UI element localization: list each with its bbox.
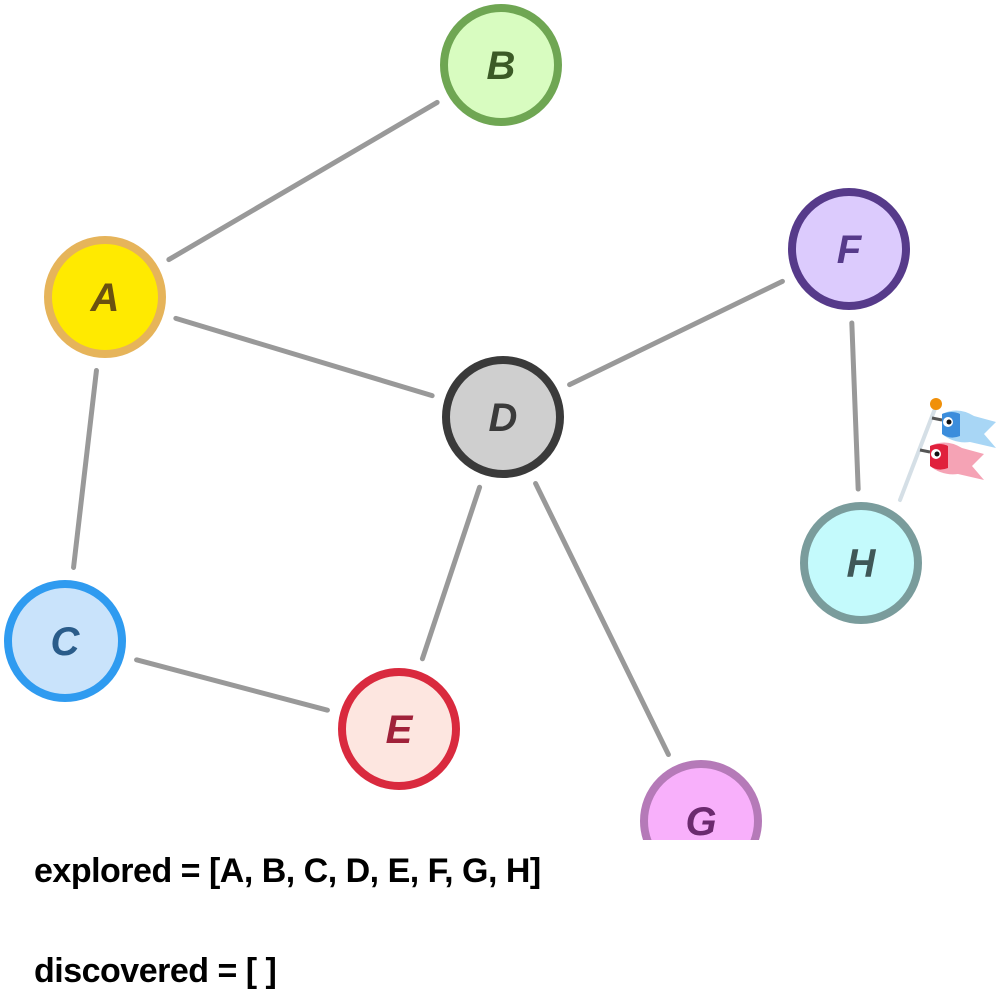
node-g: G [640,760,762,840]
node-circle-e [338,668,460,790]
node-circle-f [788,188,910,310]
edge-d-g [533,480,671,758]
node-d: D [442,356,564,478]
edge-d-f [567,278,785,388]
edge-c-e [134,657,330,713]
edge-a-b [166,99,440,263]
node-circle-a [44,236,166,358]
node-label-e: E [386,708,414,752]
node-e: E [338,668,460,790]
node-h: H [800,502,922,624]
node-label-h: H [847,542,877,586]
node-label-g: G [685,800,716,840]
node-label-c: C [51,620,81,664]
graph-diagram: A B C D E F G H [4,4,996,840]
edges [71,99,861,758]
edge-f-h [849,320,861,492]
edge-a-c [71,368,99,570]
node-circle-d [442,356,564,478]
node-circle-h [800,502,922,624]
node-circle-c [4,580,126,702]
explored-list: explored = [A, B, C, D, E, F, G, H] [34,852,541,890]
node-c: C [4,580,126,702]
node-a: A [44,236,166,358]
nodes: A B C D E F G H [4,4,922,840]
node-label-d: D [489,396,518,440]
node-label-b: B [487,44,516,88]
koinobori-flag-icon [898,398,996,502]
edge-d-e [419,484,483,662]
node-f: F [788,188,910,310]
node-circle-b [440,4,562,126]
node-b: B [440,4,562,126]
discovered-list: discovered = [ ] [34,952,277,990]
edge-a-d [173,315,435,399]
node-label-a: A [90,276,120,320]
node-label-f: F [837,228,863,272]
node-circle-g [640,760,762,840]
